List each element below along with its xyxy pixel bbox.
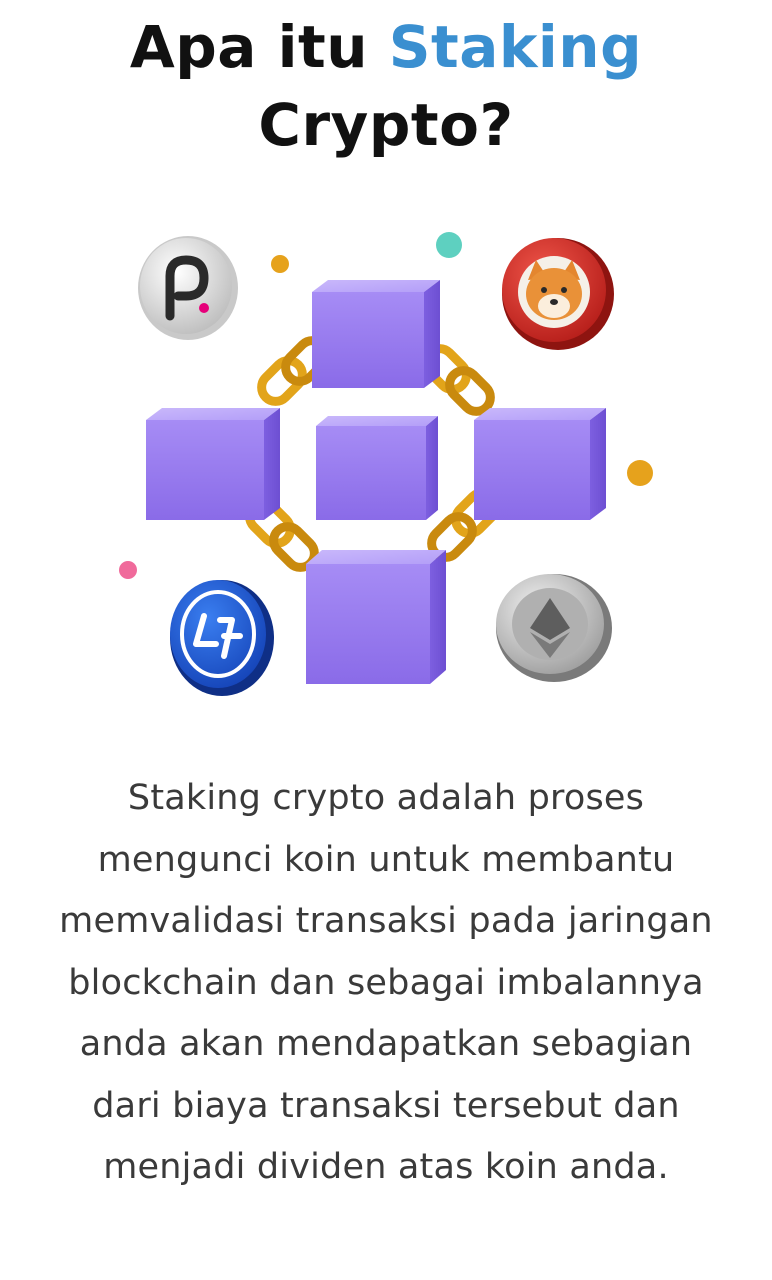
- block-left: [146, 408, 280, 520]
- block-bottom: [306, 550, 446, 684]
- shiba-inu-coin-icon: [502, 238, 614, 350]
- block-center: [316, 416, 438, 520]
- polkadot-coin-icon: [138, 236, 238, 340]
- staking-illustration: [119, 232, 653, 696]
- title-prefix: Apa itu: [129, 13, 389, 81]
- staking-description: Staking crypto adalah proses mengunci ko…: [59, 778, 713, 1187]
- decor-dot-teal: [436, 232, 462, 258]
- block-top: [312, 280, 440, 388]
- decor-dot-orange-2: [627, 460, 653, 486]
- decor-dot-pink: [119, 561, 137, 579]
- title-line-2: Crypto?: [258, 91, 514, 159]
- title-line-1: Apa itu Staking: [0, 8, 772, 86]
- avalanche-style-coin-icon: [170, 580, 274, 696]
- decor-dot-orange-1: [271, 255, 289, 273]
- page-title: Apa itu Staking Crypto?: [0, 8, 772, 164]
- ethereum-coin-icon: [496, 574, 612, 682]
- chain-block-icon: [146, 280, 606, 684]
- block-right: [474, 408, 606, 520]
- title-accent: Staking: [388, 13, 643, 81]
